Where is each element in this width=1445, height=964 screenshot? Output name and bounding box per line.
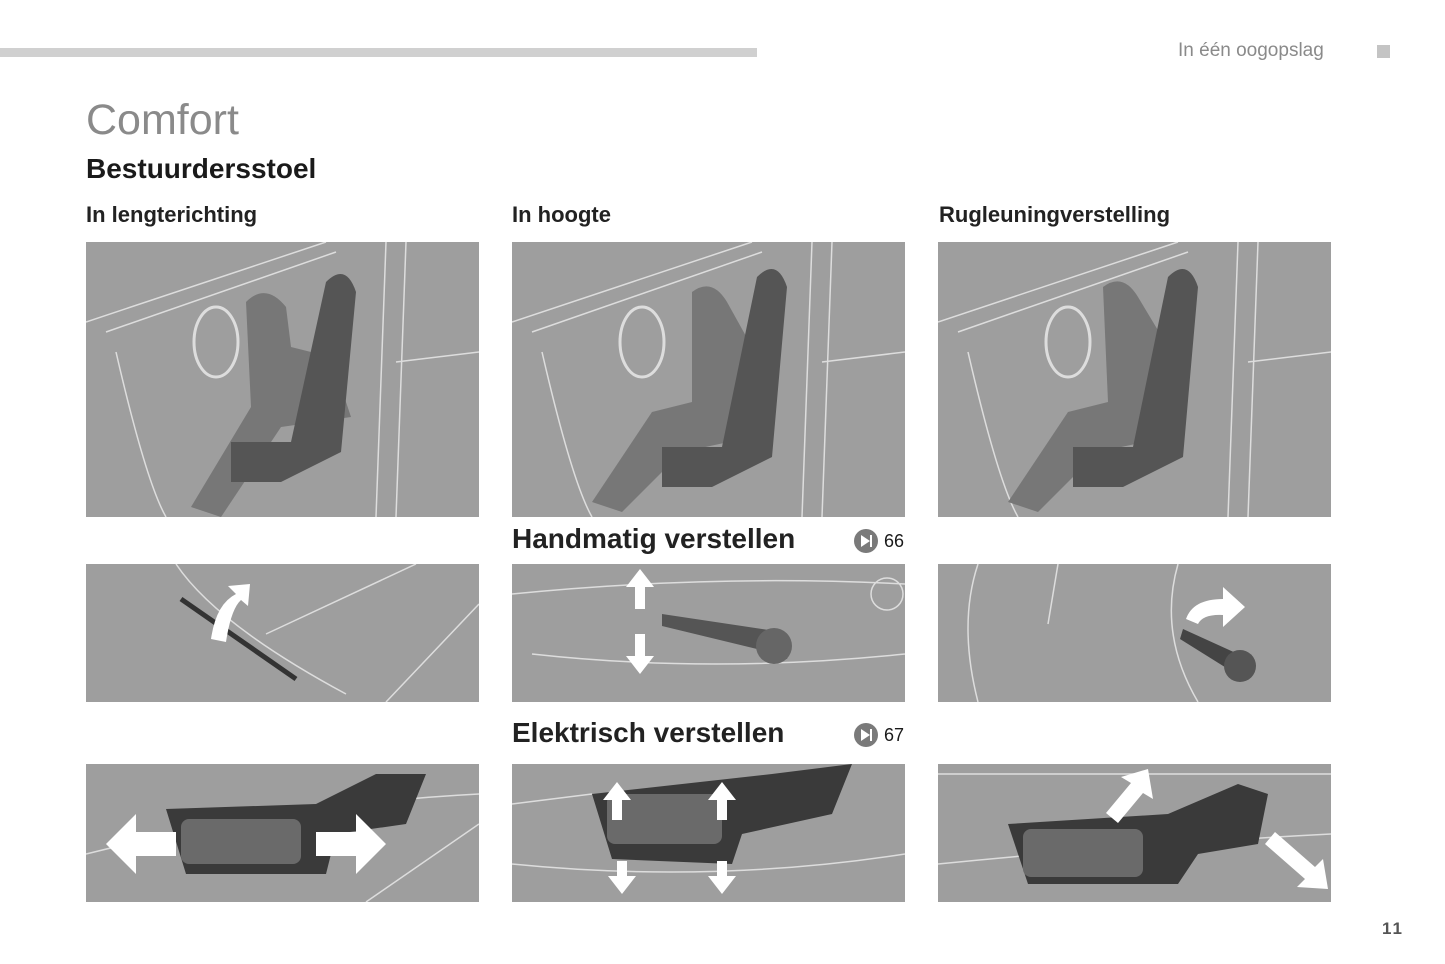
column-heading-longitudinal: In lengterichting bbox=[86, 202, 258, 227]
column-heading-height: In hoogte bbox=[512, 202, 611, 227]
page-title: Comfort bbox=[86, 96, 239, 144]
column-heading-backrest: Rugleuningverstelling bbox=[939, 202, 1171, 227]
driver-seat-longitudinal-illustration bbox=[86, 242, 479, 517]
page-reference-icon bbox=[854, 723, 878, 747]
electric-page-number: 67 bbox=[884, 724, 905, 745]
electric-backrest-switch-illustration bbox=[938, 764, 1331, 902]
manual-page-reference[interactable]: 66 bbox=[854, 529, 904, 553]
section-title: In één oogopslag bbox=[1178, 40, 1324, 61]
manual-longitudinal-lever-illustration bbox=[86, 564, 479, 702]
page-subtitle: Bestuurdersstoel bbox=[86, 153, 317, 184]
electric-height-switch-illustration bbox=[512, 764, 905, 902]
driver-seat-backrest-illustration bbox=[938, 242, 1331, 517]
page-reference-icon bbox=[854, 529, 878, 553]
section-marker bbox=[1377, 45, 1390, 58]
manual-page-number: 66 bbox=[884, 530, 905, 551]
manual-height-lever-illustration bbox=[512, 564, 905, 702]
manual-backrest-lever-illustration bbox=[938, 564, 1331, 702]
electric-longitudinal-switch-illustration bbox=[86, 764, 479, 902]
manual-adjust-heading: Handmatig verstellen bbox=[512, 523, 796, 554]
header-bar bbox=[0, 48, 757, 57]
page-number: 11 bbox=[1382, 919, 1404, 938]
driver-seat-height-illustration bbox=[512, 242, 905, 517]
electric-page-reference[interactable]: 67 bbox=[854, 723, 904, 747]
electric-adjust-heading: Elektrisch verstellen bbox=[512, 717, 785, 748]
